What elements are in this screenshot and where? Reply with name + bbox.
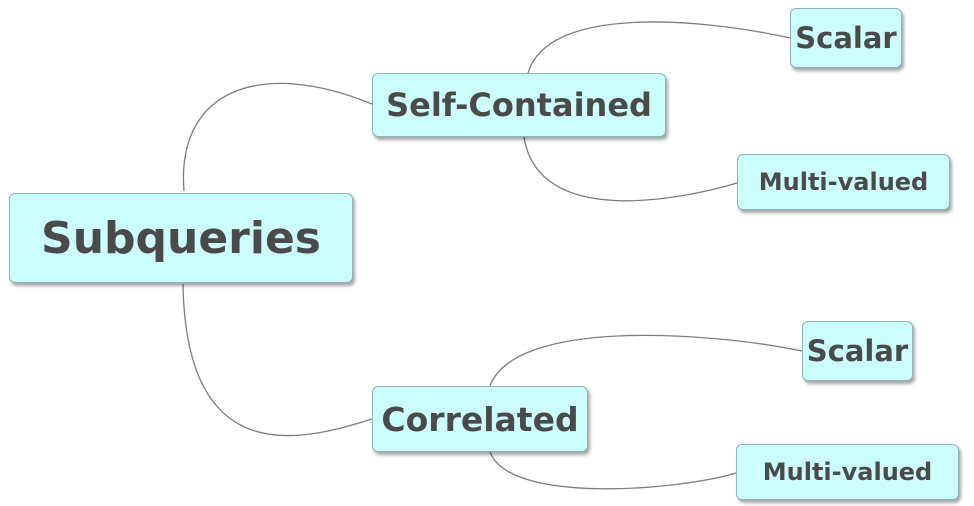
node-self-contained-label: Self-Contained (386, 86, 652, 124)
node-self-contained-scalar[interactable]: Scalar (790, 8, 902, 68)
node-correlated-label: Correlated (381, 399, 579, 439)
node-self-contained-scalar-label: Scalar (795, 21, 897, 55)
link-correlated-multi (489, 451, 737, 490)
link-self-contained-scalar (527, 21, 791, 74)
root-node-label: Subqueries (41, 212, 321, 264)
link-root-correlated (182, 283, 373, 437)
node-correlated-scalar[interactable]: Scalar (802, 321, 913, 381)
node-self-contained[interactable]: Self-Contained (372, 73, 666, 137)
node-self-contained-multi-valued-label: Multi-valued (758, 168, 929, 196)
link-self-contained-multi (523, 136, 738, 202)
node-correlated-scalar-label: Scalar (806, 334, 909, 368)
link-root-self-contained (182, 82, 373, 192)
node-correlated-multi-valued-label: Multi-valued (762, 458, 933, 486)
root-node-subqueries[interactable]: Subqueries (9, 193, 353, 283)
node-self-contained-multi-valued[interactable]: Multi-valued (737, 154, 950, 210)
link-correlated-scalar (489, 334, 803, 387)
node-correlated[interactable]: Correlated (372, 386, 588, 452)
node-correlated-multi-valued[interactable]: Multi-valued (736, 444, 959, 500)
